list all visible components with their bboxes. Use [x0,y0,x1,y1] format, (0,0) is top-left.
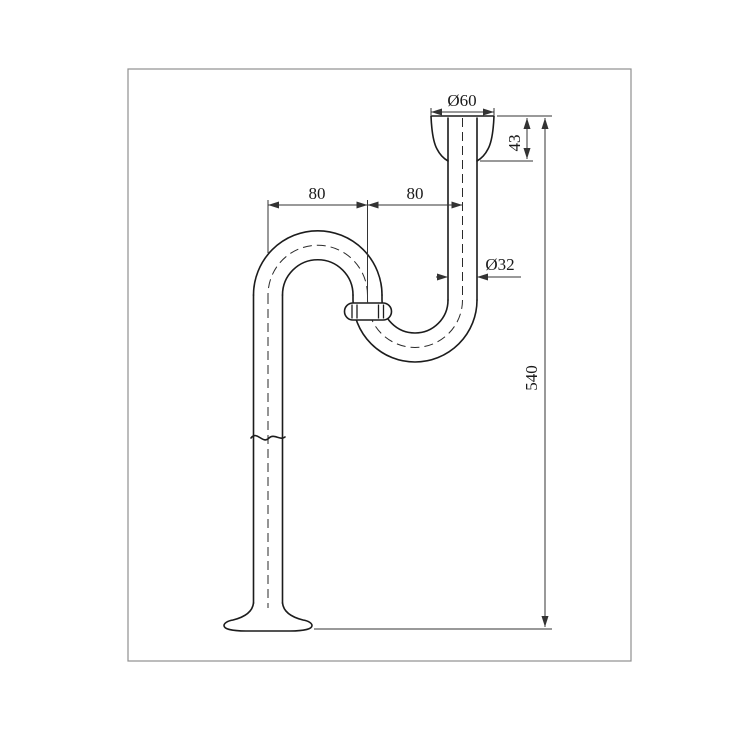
dim-label-pipe-diameter: Ø32 [485,255,514,274]
dimension-labels: Ø60 80 80 Ø32 43 540 [309,91,542,391]
dim-label-total-height: 540 [522,365,541,391]
centerlines [267,118,463,608]
dim-label-offset-left: 80 [309,184,326,203]
inlet-cup [430,115,495,162]
dim-label-inlet-height: 43 [505,135,524,152]
pipe-outline [223,115,495,632]
dimension-lines [267,108,552,630]
pipe-break-mark [250,434,286,441]
outlet-pipe [252,294,284,604]
floor-flange [223,602,313,632]
drawing-border [127,68,632,662]
dim-label-offset-right: 80 [407,184,424,203]
union-nut [343,302,393,321]
return-bend [252,230,383,296]
inlet-pipe [447,117,478,301]
dim-label-inlet-diameter: Ø60 [447,91,476,110]
u-bend [352,294,478,363]
